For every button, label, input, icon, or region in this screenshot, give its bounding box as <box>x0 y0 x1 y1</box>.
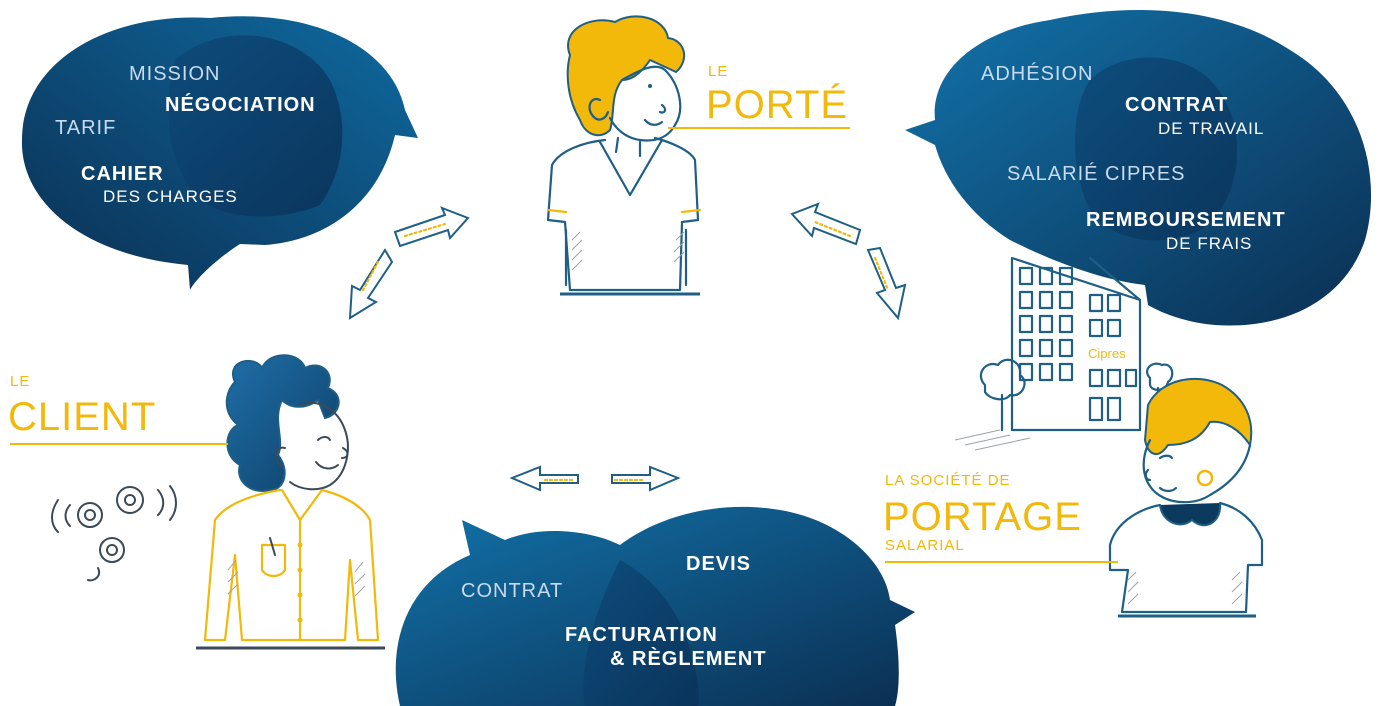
arrow-left-bottom-icon <box>509 465 579 492</box>
character-client: LE CLIENT <box>8 354 385 650</box>
building-sign: Cipres <box>1088 346 1126 361</box>
bubble-text-mission: MISSION <box>129 63 220 85</box>
character-societe: LA SOCIÉTÉ DE PORTAGE SALARIAL <box>883 377 1264 618</box>
arrow-down-left-icon <box>348 248 394 320</box>
porte-title-small: LE <box>708 63 728 80</box>
societe-title-big: PORTAGE <box>883 495 1082 539</box>
bubble-text-remboursement: REMBOURSEMENT <box>1086 209 1286 231</box>
bubble-text-tarif: TARIF <box>55 117 116 139</box>
bubble-text-cahier: CAHIER <box>81 163 164 185</box>
client-title-small: LE <box>10 373 30 390</box>
bubble-text-des-charges: DES CHARGES <box>103 187 238 206</box>
arrows-client-societe <box>509 465 681 492</box>
bubble-text-contrat: CONTRAT <box>461 580 563 602</box>
arrow-right-bottom-icon <box>611 465 681 492</box>
bubble-text-salarie-cipres: SALARIÉ CIPRES <box>1007 162 1186 185</box>
building-cipres: Cipres <box>954 256 1174 451</box>
arrow-left-icon <box>790 202 862 246</box>
bubble-text-facturation: FACTURATION <box>565 624 718 646</box>
societe-title-small: LA SOCIÉTÉ DE <box>885 472 1011 489</box>
gears-icon <box>51 485 177 582</box>
bubble-text-reglement: & RÈGLEMENT <box>610 647 767 670</box>
bubble-text-de-travail: DE TRAVAIL <box>1158 119 1264 138</box>
bubble-text-contrat-travail: CONTRAT <box>1125 94 1228 116</box>
bubble-text-devis: DEVIS <box>686 553 751 575</box>
arrows-porte-societe <box>790 202 907 321</box>
bubble-text-adhesion: ADHÉSION <box>981 62 1093 85</box>
arrow-down-right-icon <box>866 246 907 321</box>
speech-bubble-top-right: ADHÉSION CONTRAT DE TRAVAIL SALARIÉ CIPR… <box>905 10 1372 326</box>
speech-bubble-top-left: MISSION NÉGOCIATION TARIF CAHIER DES CHA… <box>21 16 418 290</box>
speech-bubble-bottom: CONTRAT DEVIS FACTURATION & RÈGLEMENT <box>395 506 916 706</box>
client-title-big: CLIENT <box>8 395 156 439</box>
societe-title-sub: SALARIAL <box>885 537 965 554</box>
bubble-text-negociation: NÉGOCIATION <box>165 93 316 116</box>
bubble-text-de-frais: DE FRAIS <box>1166 234 1252 253</box>
arrows-porte-client <box>348 206 470 320</box>
character-porte: LE PORTÉ <box>546 15 850 296</box>
porte-title-big: PORTÉ <box>706 82 848 127</box>
arrow-right-icon <box>393 206 470 248</box>
